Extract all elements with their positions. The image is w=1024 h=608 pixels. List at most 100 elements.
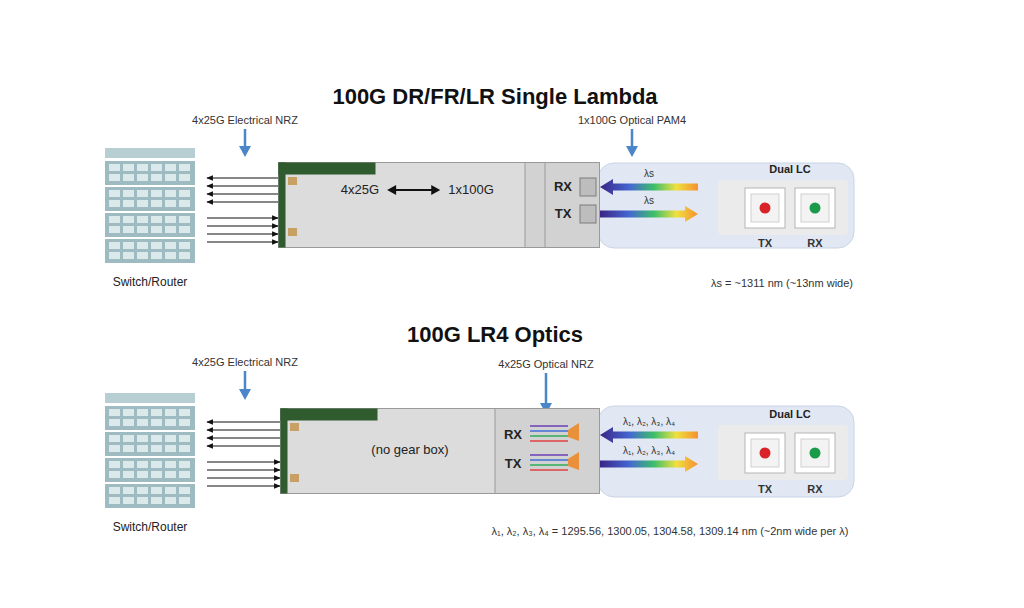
port-slot — [137, 435, 148, 442]
signal-lane — [207, 477, 280, 478]
port-slot — [123, 487, 134, 494]
annotation-label: RX — [807, 237, 822, 250]
optical-beam — [600, 206, 698, 222]
port-slot — [151, 164, 162, 171]
port-slot — [151, 409, 162, 416]
port-slot — [123, 200, 134, 207]
port-slot — [109, 242, 120, 249]
port-slot — [151, 471, 162, 478]
port-slot — [165, 174, 176, 181]
port-slot — [165, 445, 176, 452]
electrical-lanes — [207, 422, 280, 446]
signal-lane — [207, 241, 278, 242]
light-arrow — [600, 206, 698, 222]
port-slot — [165, 252, 176, 259]
gold-pad — [290, 474, 299, 482]
port-slot — [137, 164, 148, 171]
lane-line — [530, 464, 568, 466]
annotation-label: λ₁, λ₂, λ₃, λ₄ = 1295.56, 1300.05, 1304.… — [492, 525, 849, 538]
node-outline — [278, 162, 600, 248]
node-text: RX — [554, 180, 572, 195]
signal-lane — [207, 421, 280, 422]
signal-lane — [207, 461, 280, 462]
port-slot — [123, 419, 134, 426]
port-slot — [151, 487, 162, 494]
signal-lane — [207, 485, 280, 486]
port-slot — [137, 242, 148, 249]
port-slot — [165, 461, 176, 468]
port-slot — [165, 435, 176, 442]
port-slot — [151, 419, 162, 426]
rack-unit — [105, 161, 195, 185]
node-text: 1x100G — [448, 183, 494, 198]
light-arrow — [600, 456, 698, 472]
port-slot — [109, 216, 120, 223]
signal-lane — [207, 445, 280, 446]
optical-port — [580, 178, 596, 196]
port-slot — [179, 174, 190, 181]
lc-port-inner — [801, 194, 829, 222]
arrow-head — [431, 185, 440, 195]
lc-port-inner — [751, 439, 779, 467]
fiber-dot — [810, 203, 821, 214]
lc-connector: Dual LC — [718, 425, 848, 480]
lane-line — [530, 440, 568, 442]
node-text: 4x25G — [341, 183, 379, 198]
annotation-label: 4x25G Electrical NRZ — [192, 356, 298, 369]
port-slot — [137, 497, 148, 504]
port-slot — [179, 487, 190, 494]
rack-unit — [105, 187, 195, 211]
port-slot — [109, 487, 120, 494]
node-text: TX — [505, 457, 522, 472]
diagram-title: 100G DR/FR/LR Single Lambda — [332, 84, 657, 109]
port-slot — [179, 445, 190, 452]
optical-beam — [600, 427, 698, 443]
signal-lane — [207, 177, 278, 178]
signal-lane — [207, 193, 278, 194]
lane-line — [530, 430, 568, 432]
port-slot — [179, 471, 190, 478]
port-slot — [165, 242, 176, 249]
node-outline — [105, 148, 195, 265]
lane-line — [530, 435, 568, 437]
port-slot — [165, 497, 176, 504]
node-text: Switch/Router — [113, 521, 188, 535]
port-slot — [137, 445, 148, 452]
port-slot — [151, 226, 162, 233]
arrow-head — [387, 185, 396, 195]
port-slot — [137, 419, 148, 426]
gold-pad — [288, 228, 297, 236]
lane-line — [530, 454, 568, 456]
port-slot — [137, 487, 148, 494]
port-slot — [109, 200, 120, 207]
lc-port-inner — [751, 194, 779, 222]
conversion-arrow — [393, 189, 434, 191]
port-slot — [123, 409, 134, 416]
module-optical-end — [525, 163, 600, 248]
node-text: TX — [555, 207, 572, 222]
signal-lane — [207, 185, 278, 186]
lc-port — [745, 188, 785, 228]
port-slot — [165, 226, 176, 233]
port-slot — [109, 252, 120, 259]
port-slot — [109, 174, 120, 181]
port-slot — [151, 242, 162, 249]
annotation-label: 100G LR4 Optics — [407, 322, 583, 347]
wavelength-label: λs — [644, 168, 654, 180]
signal-lane — [207, 429, 280, 430]
module-optical-end — [495, 409, 600, 494]
port-slot — [123, 174, 134, 181]
port-slot — [123, 242, 134, 249]
annotation-label: TX — [758, 237, 772, 250]
port-slot — [165, 487, 176, 494]
rack-unit — [105, 432, 195, 456]
port-slot — [109, 435, 120, 442]
port-slot — [151, 445, 162, 452]
fiber-dot — [760, 448, 771, 459]
port-slot — [123, 445, 134, 452]
port-slot — [165, 190, 176, 197]
fiber-dot — [810, 448, 821, 459]
transceiver-module: (no gear box)RXTX — [280, 408, 600, 494]
pointer-arrow-head — [626, 146, 638, 157]
module-housing — [281, 409, 600, 494]
